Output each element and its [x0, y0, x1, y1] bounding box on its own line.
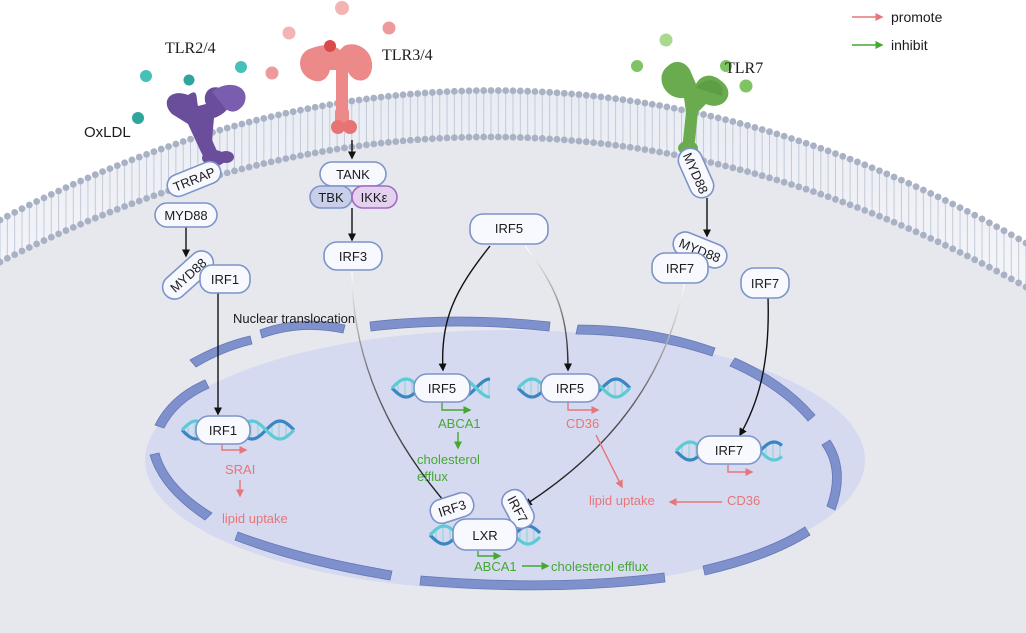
myd88-irf7-node: MYD88 IRF7 [651, 231, 728, 284]
chol-efflux-line1: cholesterol [417, 452, 480, 467]
irf1-cyto-label: IRF1 [211, 272, 239, 287]
cd36-right-label: CD36 [727, 493, 760, 508]
irf5-nuc-node-b: IRF5 [540, 373, 600, 403]
signal-arrows [182, 140, 769, 510]
svg-text:IKKε: IKKε [361, 190, 388, 205]
tlr2-4-receptor [166, 84, 246, 170]
legend-promote: promote [891, 9, 943, 25]
nucleus [145, 316, 865, 591]
svg-text:IRF5: IRF5 [556, 381, 584, 396]
chol-efflux-bottom-label: cholesterol efflux [551, 559, 649, 574]
tlr7-ligands [631, 33, 753, 93]
svg-text:IRF5: IRF5 [428, 381, 456, 396]
svg-text:LXR: LXR [472, 528, 497, 543]
ikke-node: IKKε [351, 185, 398, 209]
irf5-nuc-node-a: IRF5 [413, 373, 471, 403]
tlr3-4-receptor [300, 40, 373, 134]
tank-node: TANK [319, 161, 387, 187]
srai-label: SRAI [225, 462, 255, 477]
svg-text:TBK: TBK [318, 190, 344, 205]
chol-efflux-line2: efflux [417, 469, 448, 484]
effect-arrows [221, 402, 754, 570]
svg-text:MYD88: MYD88 [164, 208, 207, 223]
irf3-nuc-node: IRF3 [429, 491, 475, 525]
irf5-cyto-node: IRF5 [469, 213, 549, 245]
lxr-node: LXR [452, 518, 518, 551]
irf7-nuc-node: IRF7 [696, 435, 762, 465]
irf3-cyto-node: IRF3 [323, 241, 383, 271]
tlr7-label: TLR7 [725, 60, 763, 77]
svg-text:IRF5: IRF5 [495, 221, 523, 236]
tbk-node: TBK [309, 185, 353, 209]
svg-text:IRF7: IRF7 [715, 443, 743, 458]
myd88-irf1-node: MYD88 IRF1 [161, 250, 251, 300]
irf1-nuc-node: IRF1 [195, 415, 251, 445]
svg-text:IRF7: IRF7 [751, 276, 779, 291]
tlr3-4-ligands [265, 1, 396, 80]
irf7-cyto-label-a: IRF7 [666, 261, 694, 276]
svg-text:IRF3: IRF3 [339, 249, 367, 264]
tlr3-4-label: TLR3/4 [382, 47, 433, 64]
lipid-uptake-right-label: lipid uptake [589, 493, 655, 508]
irf7-cyto-node-b: IRF7 [740, 267, 790, 299]
cd36-mid-label: CD36 [566, 416, 599, 431]
abca1-top-label: ABCA1 [438, 416, 481, 431]
legend-inhibit: inhibit [891, 37, 928, 53]
tlr2-4-label: TLR2/4 [165, 40, 216, 57]
lipid-uptake-left-label: lipid uptake [222, 511, 288, 526]
abca1-bottom-label: ABCA1 [474, 559, 517, 574]
oxldl-label: OxLDL [84, 124, 131, 141]
nuclear-translocation-label: Nuclear translocation [233, 311, 355, 326]
legend: promote inhibit [852, 9, 943, 53]
oxldl-particles [132, 61, 247, 124]
myd88-node-left: MYD88 [154, 202, 218, 228]
svg-text:IRF1: IRF1 [209, 423, 237, 438]
svg-text:TANK: TANK [336, 167, 370, 182]
